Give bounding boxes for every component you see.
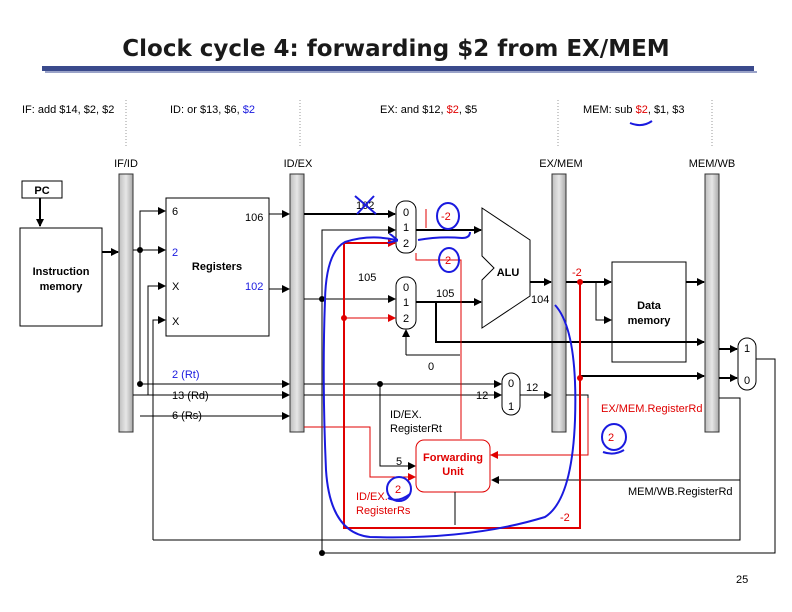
instruction-memory-label-2: memory (40, 281, 84, 293)
idex-registerrt-label-1: ID/EX. (390, 409, 422, 421)
value-12-b: 12 (526, 382, 538, 394)
svg-text:1: 1 (744, 343, 750, 355)
alu (481, 207, 531, 329)
svg-text:2: 2 (403, 238, 409, 250)
alu-result-104: 104 (531, 294, 549, 306)
blue-annotations (322, 120, 653, 539)
forwarding-unit-label-2: Unit (442, 466, 464, 478)
alu-label: ALU (497, 267, 520, 279)
stage-if-label: IF: add $14, $2, $2 (22, 104, 114, 116)
rt-field: 2 (Rt) (172, 369, 200, 381)
forwarding-unit (415, 439, 491, 493)
mux-a (395, 200, 417, 254)
slide-title: Clock cycle 4: forwarding $2 from EX/MEM (122, 36, 669, 62)
stage-ex-label: EX: and $12, $2, $5 (380, 104, 477, 116)
svg-text:1: 1 (508, 401, 514, 413)
exmem-rd-value: 2 (608, 432, 614, 444)
write-reg-value: X (172, 281, 180, 293)
exmem-label: EX/MEM (539, 158, 582, 170)
idex-register (289, 173, 305, 433)
ifid-label: IF/ID (114, 158, 138, 170)
svg-text:0: 0 (403, 207, 409, 219)
forward-value-a: -2 (441, 211, 451, 223)
stage-mem-label: MEM: sub $2, $1, $3 (583, 104, 685, 116)
forward-select: 2 (445, 255, 451, 267)
idex-registerrt-label-2: RegisterRt (390, 423, 442, 435)
stage-id-label: ID: or $13, $6, $2 (170, 104, 255, 116)
write-data-value: X (172, 316, 180, 328)
data-memory-label-1: Data (637, 300, 662, 312)
idex-registerrs-label-2: RegisterRs (356, 505, 411, 517)
bottom-neg2: -2 (560, 512, 570, 524)
value-105-b: 105 (436, 288, 454, 300)
exmem-registerrd-label: EX/MEM.RegisterRd (601, 403, 702, 415)
data-memory-label-2: memory (628, 315, 672, 327)
alu-out-neg2: -2 (572, 267, 582, 279)
instruction-memory-label-1: Instruction (33, 266, 90, 278)
read-reg2-value: 2 (172, 247, 178, 259)
svg-text:1: 1 (403, 222, 409, 234)
memwb-register (704, 173, 720, 433)
svg-text:2: 2 (403, 313, 409, 325)
forwarding-unit-label-1: Forwarding (423, 452, 483, 464)
page-number: 25 (736, 574, 748, 586)
regdst-mux (501, 372, 521, 416)
memwb-label: MEM/WB (689, 158, 735, 170)
register-file (165, 197, 270, 337)
mux-select-zero: 0 (428, 361, 434, 373)
idex-label: ID/EX (284, 158, 313, 170)
value-105-a: 105 (358, 272, 376, 284)
value-12-a: 12 (476, 390, 488, 402)
svg-text:0: 0 (508, 378, 514, 390)
memwb-registerrd-label: MEM/WB.RegisterRd (628, 486, 733, 498)
instruction-memory (19, 227, 103, 327)
read-data2-value: 102 (245, 281, 263, 293)
pc-label: PC (34, 185, 49, 197)
read-data1-value: 106 (245, 212, 263, 224)
svg-text:1: 1 (403, 297, 409, 309)
data-memory (611, 261, 687, 363)
ifid-register (118, 173, 134, 433)
svg-text:0: 0 (403, 282, 409, 294)
wb-mux (737, 337, 757, 391)
exmem-register (551, 173, 567, 433)
stage-dividers (125, 100, 713, 148)
pc-box (21, 180, 63, 199)
registers-label: Registers (192, 261, 242, 273)
value-5: 5 (396, 456, 402, 468)
title-underline (42, 66, 754, 71)
idex-registerrs-label-1: ID/EX. (356, 491, 388, 503)
idex-rs-value: 2 (395, 484, 401, 496)
read-reg1-value: 6 (172, 206, 178, 218)
rd-field: 13 (Rd) (172, 390, 209, 402)
rs-field: 6 (Rs) (172, 410, 202, 422)
svg-text:0: 0 (744, 375, 750, 387)
